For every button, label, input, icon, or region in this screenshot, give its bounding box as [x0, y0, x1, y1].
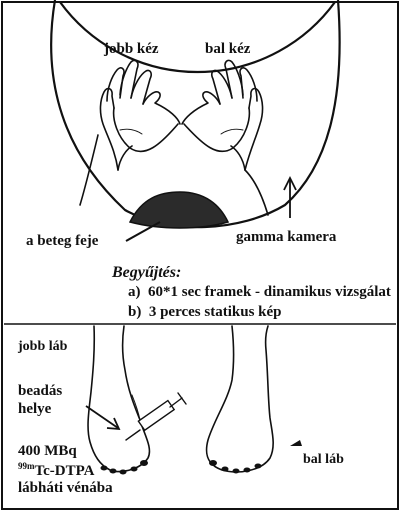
right-foot-label: jobb láb [18, 339, 68, 354]
acquisition-title: Begyűjtés: [112, 264, 182, 281]
right-foot-drawing [87, 325, 151, 473]
left-foot-toes [209, 460, 262, 474]
isotope-superscript: 99m [18, 461, 35, 471]
acquisition-step-a: a) 60*1 sec framek - dinamikus vizsgálat [128, 285, 391, 300]
acquisition-step-b-marker: b) [128, 304, 142, 320]
acquisition-step-a-text: 60*1 sec framek - dinamikus vizsgálat [148, 284, 391, 300]
acquisition-step-b: b) 3 perces statikus kép [128, 305, 282, 320]
patient-head-label: a beteg feje [26, 233, 99, 249]
injection-site-label-line2: helye [18, 401, 52, 417]
gamma-camera-label: gamma kamera [236, 229, 337, 245]
gamma-camera-arrow [283, 175, 297, 218]
left-foot-mark [290, 440, 302, 446]
isotope-name: Tc-DTPA [34, 463, 95, 479]
left-foot-label: bal láb [303, 452, 344, 467]
head-pointer-line [125, 221, 161, 242]
injection-site-label-line1: beadás [18, 383, 63, 399]
left-hand-label: bal kéz [205, 41, 251, 57]
right-hand-label: jobb kéz [104, 41, 159, 57]
right-foot-toes [100, 460, 148, 475]
left-hand-drawing [181, 59, 264, 171]
syringe-drawing [125, 392, 187, 441]
acquisition-step-b-text: 3 perces statikus kép [148, 304, 282, 320]
arms-drawing [79, 134, 269, 216]
injection-site-arrow [85, 405, 121, 431]
patient-head [128, 191, 230, 229]
dose-label: 400 MBq [18, 443, 77, 459]
left-foot-drawing [205, 325, 274, 473]
right-hand-drawing [99, 59, 181, 171]
vein-label: lábháti vénába [18, 480, 113, 496]
camera-field-circle [59, 1, 336, 74]
acquisition-step-a-marker: a) [128, 284, 141, 300]
isotope-label: 99mTc-DTPA [18, 462, 95, 479]
